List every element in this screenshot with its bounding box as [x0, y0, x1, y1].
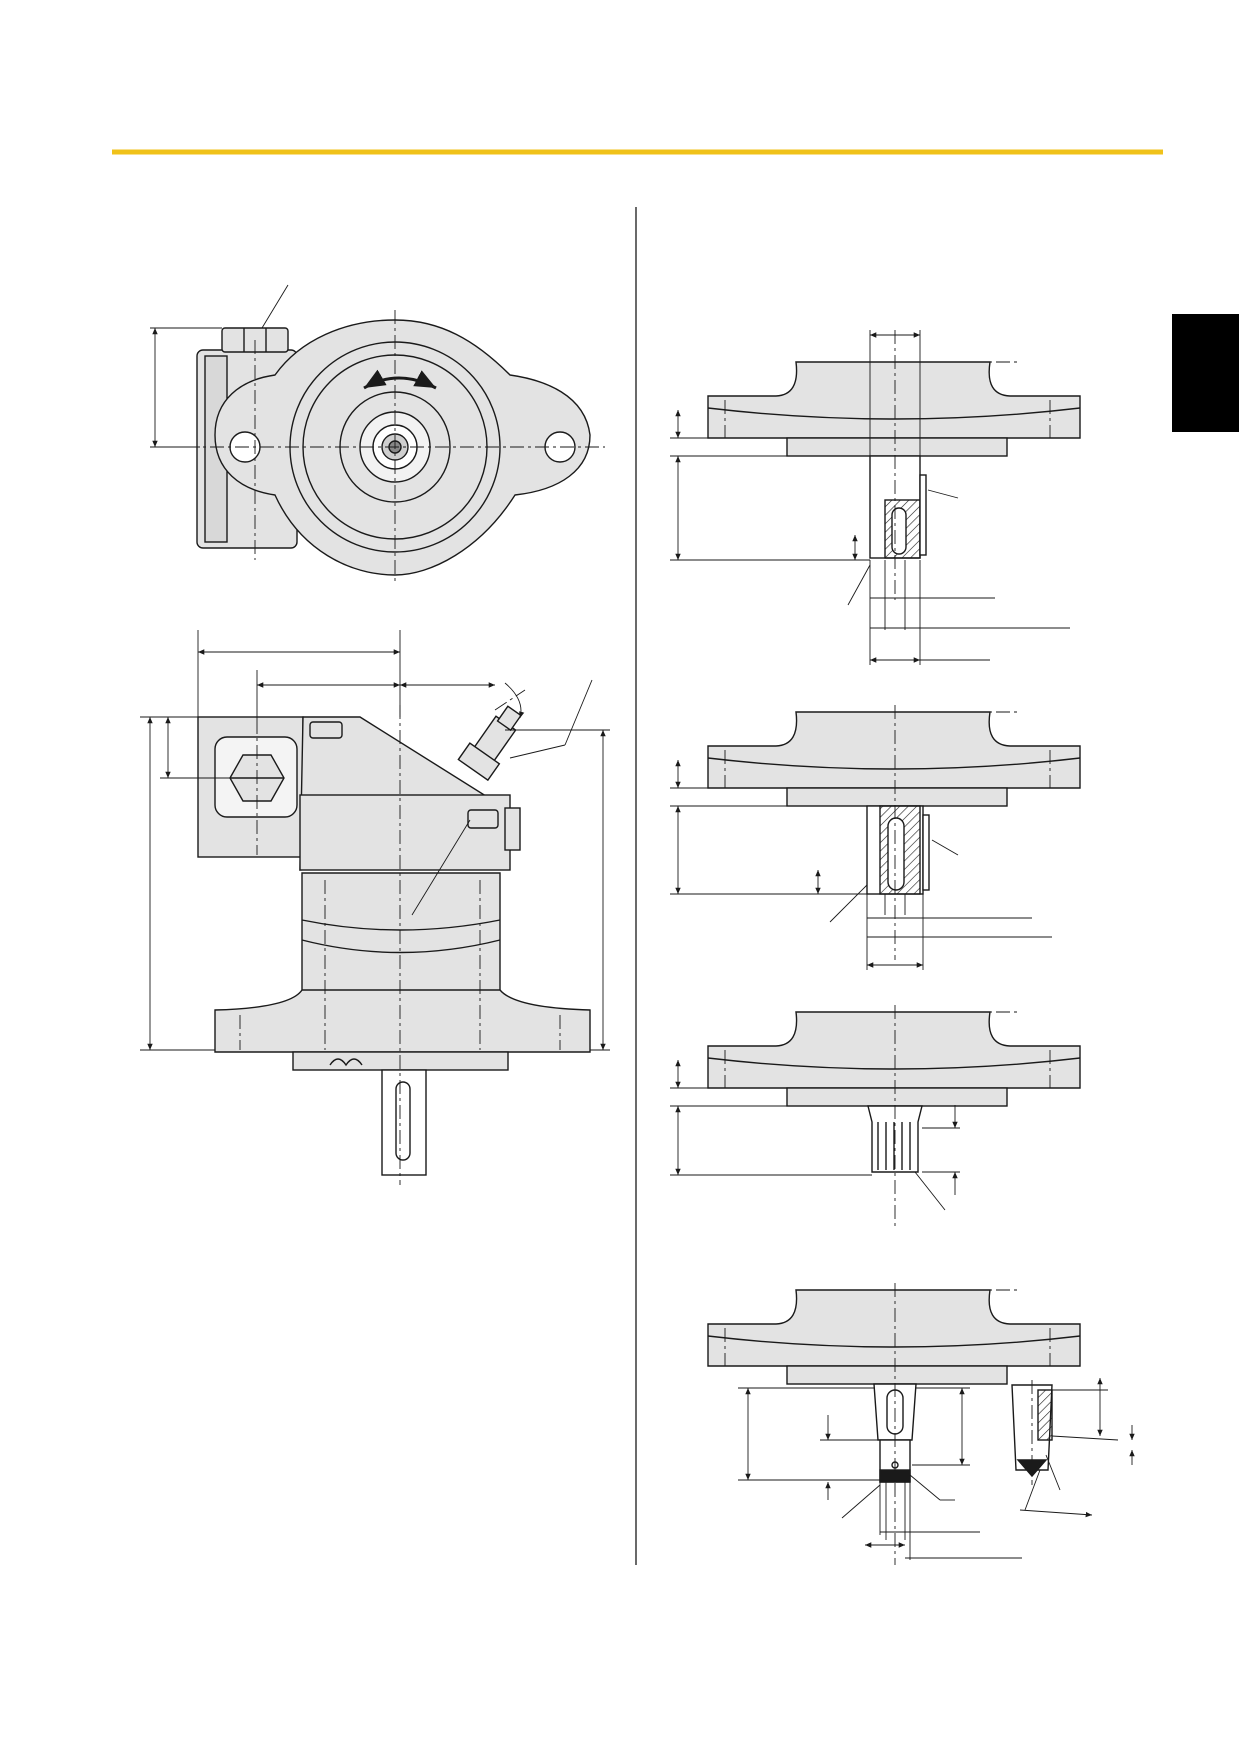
motor-side-view — [197, 705, 591, 1176]
section-tab — [1172, 314, 1239, 432]
shaft-option-keyed-long — [670, 705, 1081, 970]
shaft-option-splined — [670, 1005, 1081, 1230]
side-view-centerlines — [239, 689, 561, 1185]
side-view-dimensions — [140, 630, 610, 1051]
front-view-centerlines — [160, 310, 605, 585]
shaft-option-tapered — [707, 1283, 1135, 1565]
shaft-option-keyed — [670, 330, 1081, 665]
motor-front-view — [196, 319, 591, 576]
front-view-dimensions — [150, 284, 289, 448]
rotation-arrows-icon — [363, 369, 437, 390]
